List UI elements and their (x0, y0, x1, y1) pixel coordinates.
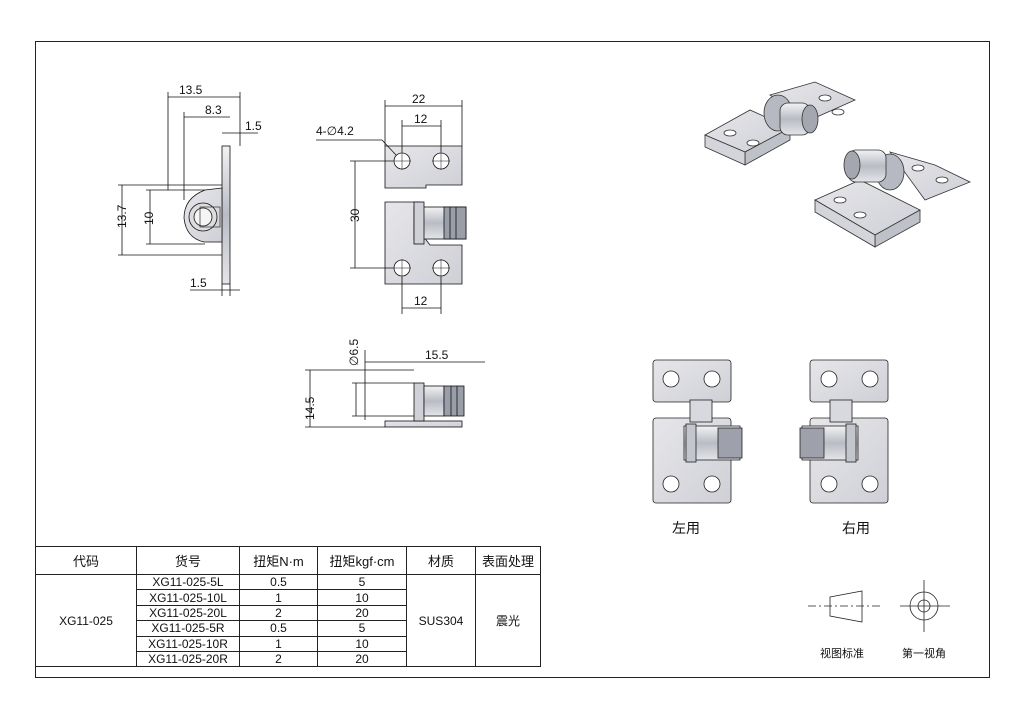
view-standard-label: 视图标准 (820, 647, 864, 660)
side-view (118, 92, 258, 296)
dim-22: 22 (412, 92, 426, 106)
dim-30: 30 (348, 208, 362, 222)
dim-15-5: 15.5 (425, 348, 449, 362)
nm-cell: 0.5 (239, 620, 318, 637)
kgf-cell: 20 (317, 650, 407, 668)
kgf-cell: 10 (317, 589, 407, 606)
isometric-view (704, 81, 971, 248)
part-cell: XG11-025-10R (136, 635, 240, 652)
dim-10: 10 (142, 211, 156, 225)
dim-12-top: 12 (414, 112, 428, 126)
header-code: 代码 (35, 546, 137, 575)
part-cell: XG11-025-5L (136, 573, 240, 591)
table-row: XG11-025-10L 1 10 (36, 589, 541, 606)
nm-cell: 1 (239, 589, 318, 606)
spec-table: 代码 货号 扭矩N·m 扭矩kgf·cm 材质 表面处理 XG11-025 XG… (35, 546, 541, 668)
header-torque-nm: 扭矩N·m (239, 546, 318, 575)
table-row: XG11-025 XG11-025-5L 0.5 5 SUS304 震光 (35, 573, 541, 668)
dim-13-7: 13.7 (115, 204, 129, 228)
nm-cell: 0.5 (239, 573, 318, 591)
table-row: XG11-025-20L 2 20 (36, 604, 541, 622)
dim-13-5: 13.5 (179, 83, 203, 97)
part-cell: XG11-025-20L (136, 604, 240, 622)
dim-1-5-bottom: 1.5 (190, 276, 207, 290)
dim-hole-diameter: 4-∅4.2 (316, 124, 354, 138)
nm-cell: 2 (239, 650, 318, 668)
kgf-cell: 10 (317, 635, 407, 652)
part-cell: XG11-025-10L (136, 589, 240, 606)
left-hand-view (652, 359, 743, 504)
dim-14-5: 14.5 (303, 396, 317, 420)
table-row: XG11-025-5R 0.5 5 (36, 620, 541, 637)
part-cell: XG11-025-5R (136, 620, 240, 637)
finish-cell: 震光 (475, 573, 541, 668)
part-cell: XG11-025-20R (136, 650, 240, 668)
header-finish: 表面处理 (475, 546, 541, 575)
kgf-cell: 5 (317, 620, 407, 637)
dim-8-3: 8.3 (205, 103, 222, 117)
code-cell: XG11-025 (35, 573, 137, 668)
nm-cell: 1 (239, 635, 318, 652)
bottom-view (305, 350, 485, 428)
drawing-frame (35, 41, 990, 678)
dim-diameter-6-5: ∅6.5 (347, 339, 361, 366)
caption-right-hand: 右用 (842, 521, 870, 537)
dim-1-5-top: 1.5 (245, 119, 262, 133)
table-row: XG11-025-10R 1 10 (36, 635, 541, 652)
caption-left-hand: 左用 (672, 521, 700, 537)
header-part-number: 货号 (136, 546, 240, 575)
material-cell: SUS304 (406, 573, 476, 668)
projection-symbol (808, 580, 950, 632)
table-row: XG11-025-20R 2 20 (36, 650, 541, 668)
front-view (316, 100, 467, 314)
kgf-cell: 5 (317, 573, 407, 591)
dim-12-bottom: 12 (414, 294, 428, 308)
header-material: 材质 (406, 546, 476, 575)
first-angle-label: 第一视角 (902, 647, 946, 660)
header-torque-kgf: 扭矩kgf·cm (317, 546, 407, 575)
nm-cell: 2 (239, 604, 318, 622)
kgf-cell: 20 (317, 604, 407, 622)
right-hand-view (799, 359, 889, 504)
